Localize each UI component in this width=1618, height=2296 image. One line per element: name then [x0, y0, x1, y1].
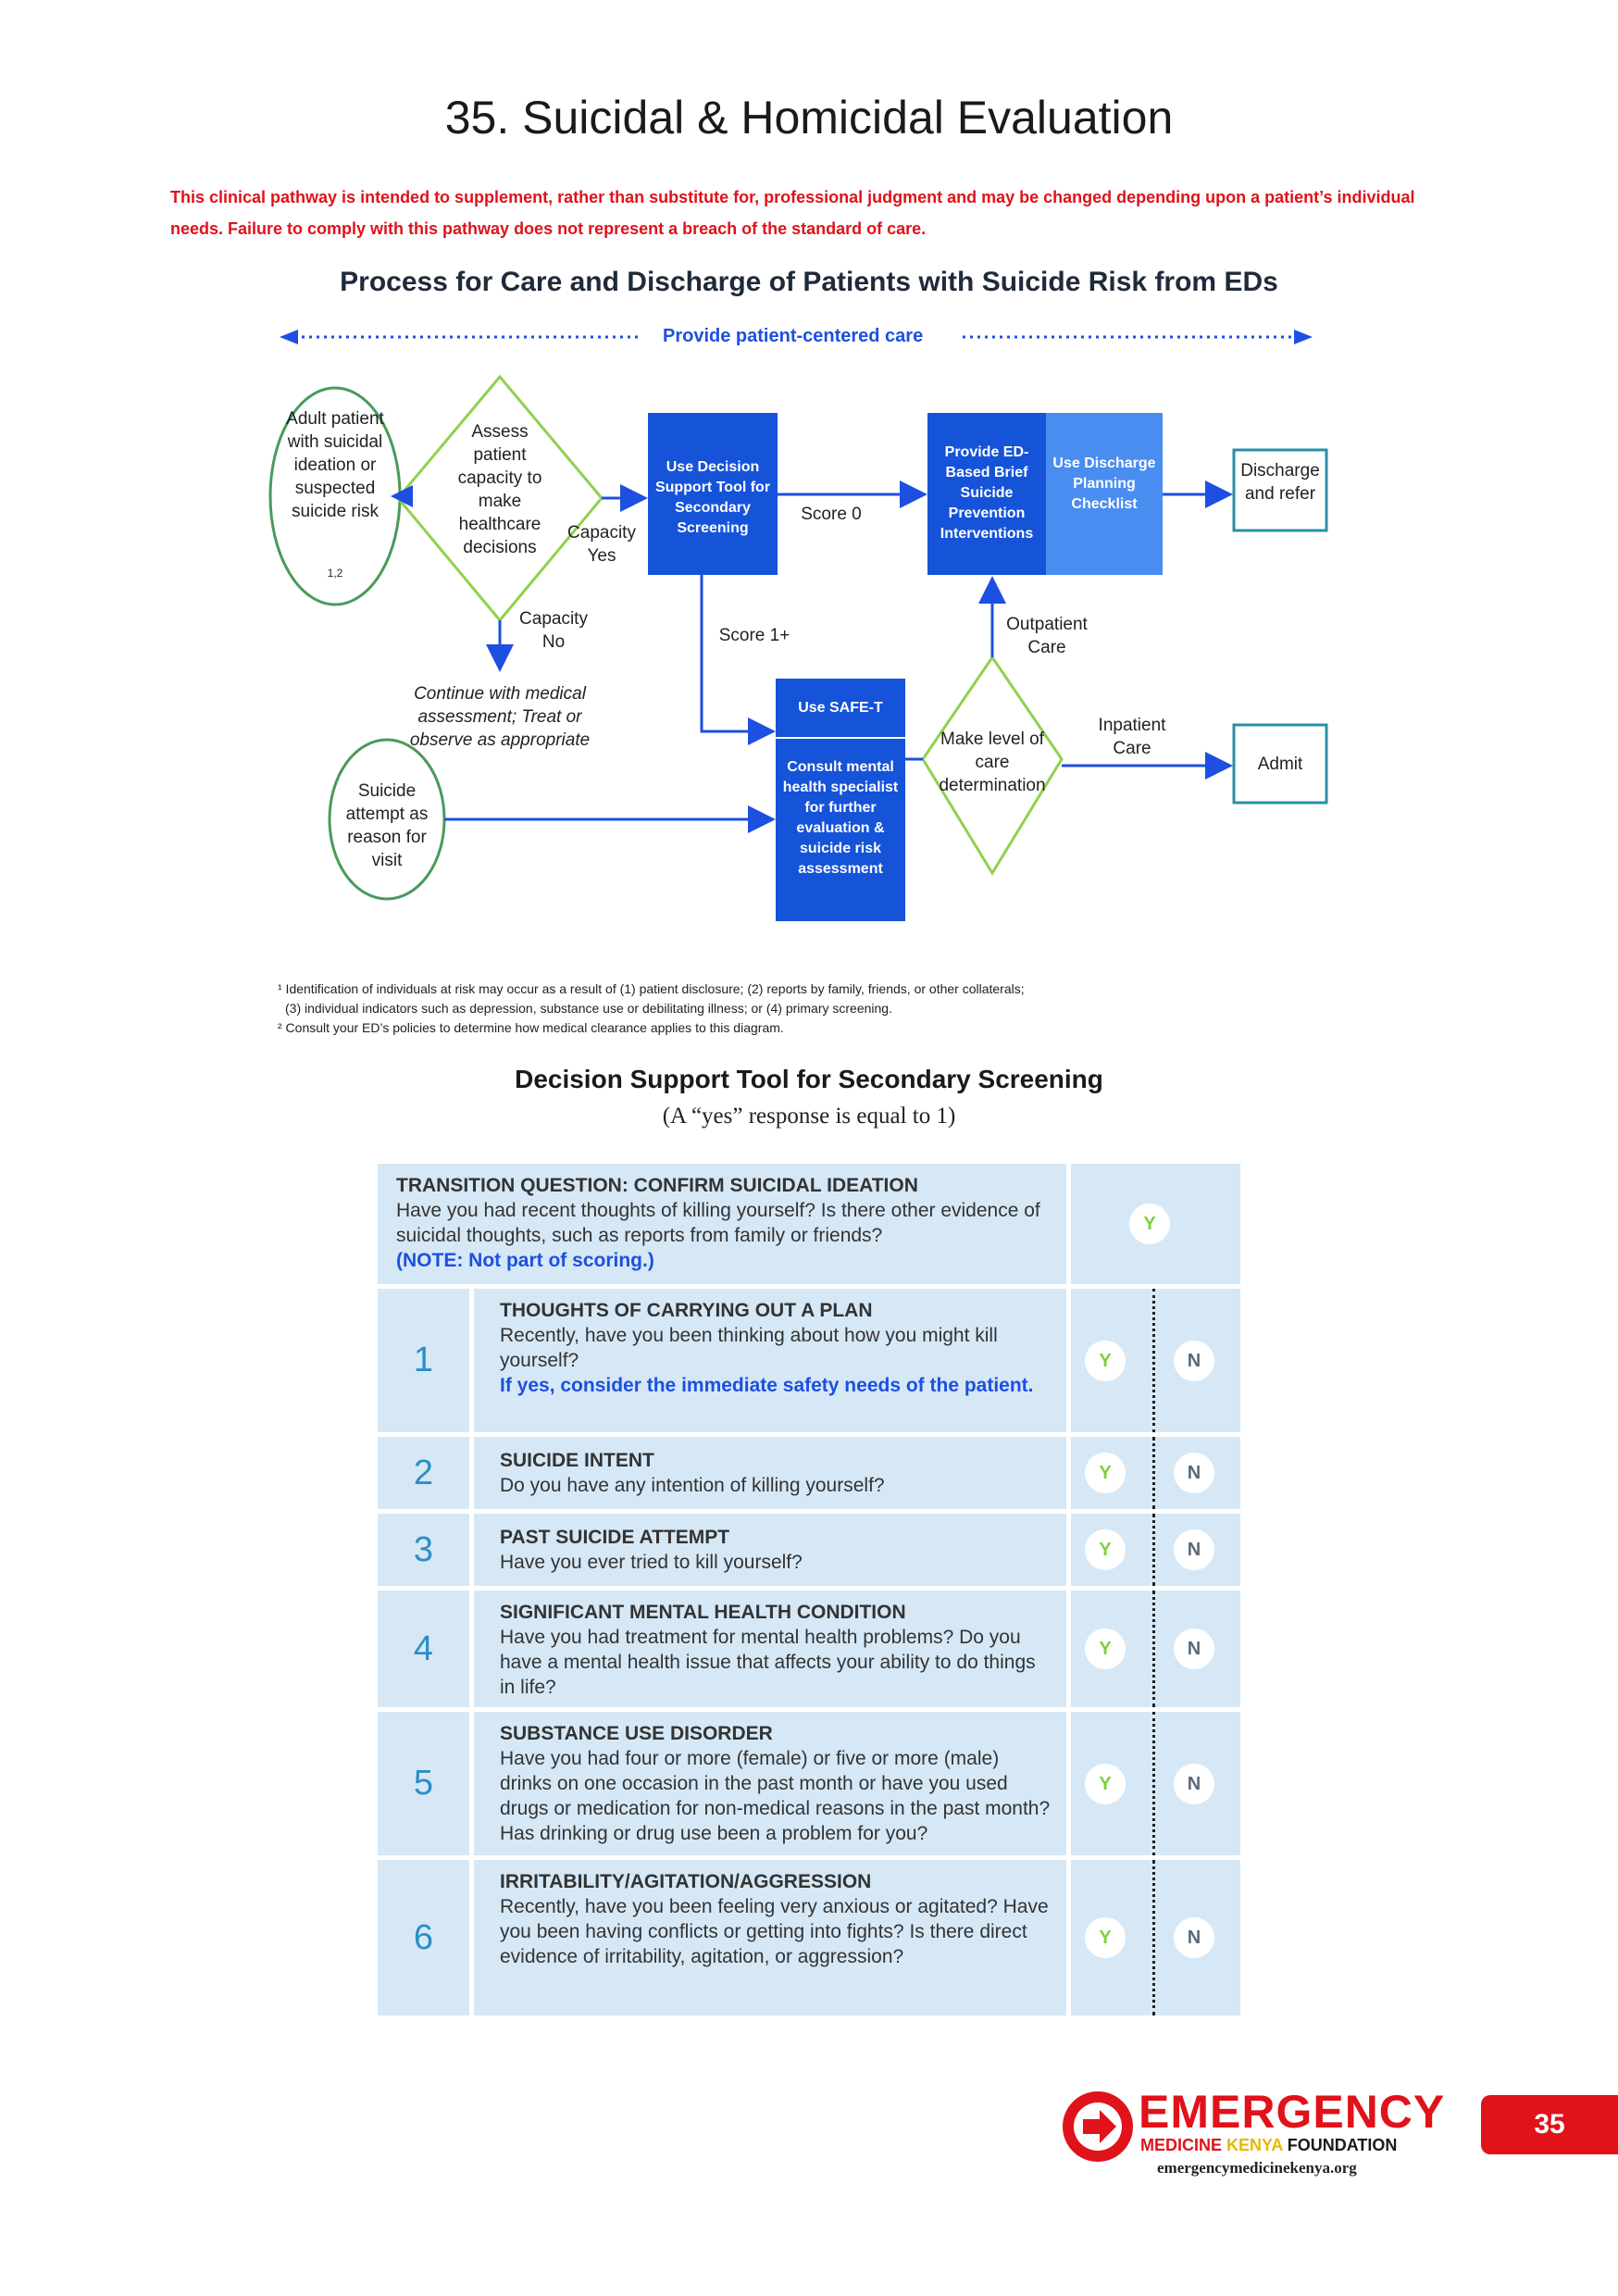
safet-node	[776, 679, 905, 921]
no-circle[interactable]: N	[1174, 1917, 1214, 1958]
table-row: 1 THOUGHTS OF CARRYING OUT A PLAN Recent…	[378, 1289, 1240, 1432]
score-1-label: Score 1+	[718, 626, 790, 645]
safet-text: Use SAFE-T	[798, 700, 883, 716]
row-head: THOUGHTS OF CARRYING OUT A PLAN	[500, 1300, 873, 1321]
patient-centered-care-banner: Provide patient-centered care	[657, 326, 929, 347]
yes-circle[interactable]: Y	[1085, 1628, 1126, 1669]
disclaimer: This clinical pathway is intended to sup…	[170, 188, 1415, 238]
row-body: Have you had four or more (female) or fi…	[500, 1748, 1051, 1844]
row-head: IRRITABILITY/AGITATION/AGGRESSION	[500, 1871, 872, 1892]
no-circle[interactable]: N	[1174, 1453, 1214, 1493]
table-row: 4 SIGNIFICANT MENTAL HEALTH CONDITION Ha…	[378, 1591, 1240, 1707]
provide-interventions-node	[927, 413, 1046, 575]
footnote-1: ¹ Identification of individuals at risk …	[278, 981, 1025, 996]
row-number: 5	[413, 1764, 434, 1803]
footer-url: emergencymedicinekenya.org	[1157, 2159, 1357, 2177]
use-dst-node	[648, 413, 778, 575]
row-head: SIGNIFICANT MENTAL HEALTH CONDITION	[500, 1602, 906, 1623]
row-number: 2	[413, 1453, 434, 1492]
row-number: 4	[413, 1628, 434, 1668]
logo-wordmark: EMERGENCY	[1139, 2086, 1446, 2138]
no-circle[interactable]: N	[1174, 1341, 1214, 1381]
row-number: 6	[413, 1917, 434, 1957]
flowchart-title: Process for Care and Discharge of Patien…	[340, 267, 1278, 297]
row-body: Have you had treatment for mental health…	[500, 1627, 1036, 1698]
table-row: 2 SUICIDE INTENT Do you have any intenti…	[378, 1437, 1240, 1509]
yes-circle[interactable]: Y	[1085, 1529, 1126, 1570]
banner-arrow-right	[1294, 330, 1313, 344]
no-circle[interactable]: N	[1174, 1764, 1214, 1804]
discharge-text: Discharge and refer	[1240, 461, 1320, 504]
outpatient-label: Outpatient Care	[1006, 615, 1088, 657]
page-number-badge: 35	[1481, 2095, 1618, 2154]
footnote-1-cont: (3) individual indicators such as depres…	[285, 1001, 892, 1016]
yes-circle[interactable]: Y	[1085, 1453, 1126, 1493]
consult-specialist-text: Consult mental health specialist for fur…	[782, 759, 899, 877]
row-body: Have you ever tried to kill yourself?	[500, 1552, 803, 1573]
footnote-2: ² Consult your ED’s policies to determin…	[278, 1020, 784, 1035]
table-row: 3 PAST SUICIDE ATTEMPT Have you ever tri…	[378, 1514, 1240, 1586]
arrow-dst-to-safet	[700, 575, 776, 745]
row-head: SUBSTANCE USE DISORDER	[500, 1723, 773, 1744]
table-row: 5 SUBSTANCE USE DISORDER Have you had fo…	[378, 1712, 1240, 1855]
logo-subtitle: MEDICINE KENYA FOUNDATION	[1140, 2136, 1398, 2154]
score-0-label: Score 0	[794, 503, 868, 526]
row-body: Recently, have you been thinking about h…	[500, 1325, 998, 1371]
row-number: 1	[413, 1341, 434, 1379]
page-title: 35. Suicidal & Homicidal Evaluation	[444, 92, 1174, 144]
discharge-node	[1232, 448, 1328, 532]
banner-arrow-left	[280, 330, 298, 344]
make-level-node	[921, 655, 1064, 876]
yes-circle[interactable]: Y	[1085, 1341, 1126, 1381]
row-head: PAST SUICIDE ATTEMPT	[500, 1527, 730, 1548]
yes-circle[interactable]: Y	[1085, 1917, 1126, 1958]
row-body: Recently, have you been feeling very anx…	[500, 1896, 1049, 1967]
adult-patient-text: Adult patient with suicidal ideation or …	[286, 409, 384, 521]
row-number: 3	[413, 1529, 434, 1569]
transition-body: Have you had recent thoughts of killing …	[396, 1200, 1040, 1246]
capacity-yes-label: Capacity Yes	[567, 523, 636, 566]
admit-text: Admit	[1257, 755, 1303, 774]
dst-subtitle: (A “yes” response is equal to 1)	[662, 1104, 956, 1129]
assess-capacity-text: Assess patient capacity to make healthca…	[457, 422, 542, 557]
footnotes: ¹ Identification of individuals at risk …	[278, 980, 1203, 1038]
transition-yes-circle[interactable]: Y	[1129, 1204, 1170, 1244]
row-note: If yes, consider the immediate safety ne…	[500, 1375, 1034, 1396]
row-body: Do you have any intention of killing you…	[500, 1475, 885, 1496]
capacity-no-label: Capacity No	[519, 609, 588, 652]
no-circle[interactable]: N	[1174, 1628, 1214, 1669]
adult-patient-footnote-ref: 1,2	[327, 567, 343, 580]
transition-head: TRANSITION QUESTION: CONFIRM SUICIDAL ID…	[396, 1175, 918, 1196]
inpatient-label: Inpatient Care	[1098, 716, 1166, 758]
yes-circle[interactable]: Y	[1085, 1764, 1126, 1804]
dst-title: Decision Support Tool for Secondary Scre…	[515, 1065, 1103, 1093]
admit-node	[1232, 723, 1328, 805]
use-dst-text: Use Decision Support Tool for Secondary …	[654, 459, 771, 536]
use-checklist-node	[1046, 413, 1163, 575]
use-checklist-text: Use Discharge Planning Checklist	[1052, 455, 1156, 512]
table-row: 6 IRRITABILITY/AGITATION/AGGRESSION Rece…	[378, 1860, 1240, 2015]
suicide-attempt-text: Suicide attempt as reason for visit	[345, 781, 429, 870]
provide-interventions-text: Provide ED-Based Brief Suicide Preventio…	[940, 444, 1034, 542]
transition-note: (NOTE: Not part of scoring.)	[396, 1250, 654, 1271]
transition-row: TRANSITION QUESTION: CONFIRM SUICIDAL ID…	[378, 1164, 1240, 1284]
flowchart-graphics	[268, 330, 1328, 921]
continue-medical-text: Continue with medical assessment; Treat …	[409, 684, 591, 750]
logo-arrow-icon	[1063, 2091, 1133, 2162]
no-circle[interactable]: N	[1174, 1529, 1214, 1570]
make-level-text: Make level of care determination	[939, 730, 1046, 795]
row-head: SUICIDE INTENT	[500, 1450, 654, 1471]
